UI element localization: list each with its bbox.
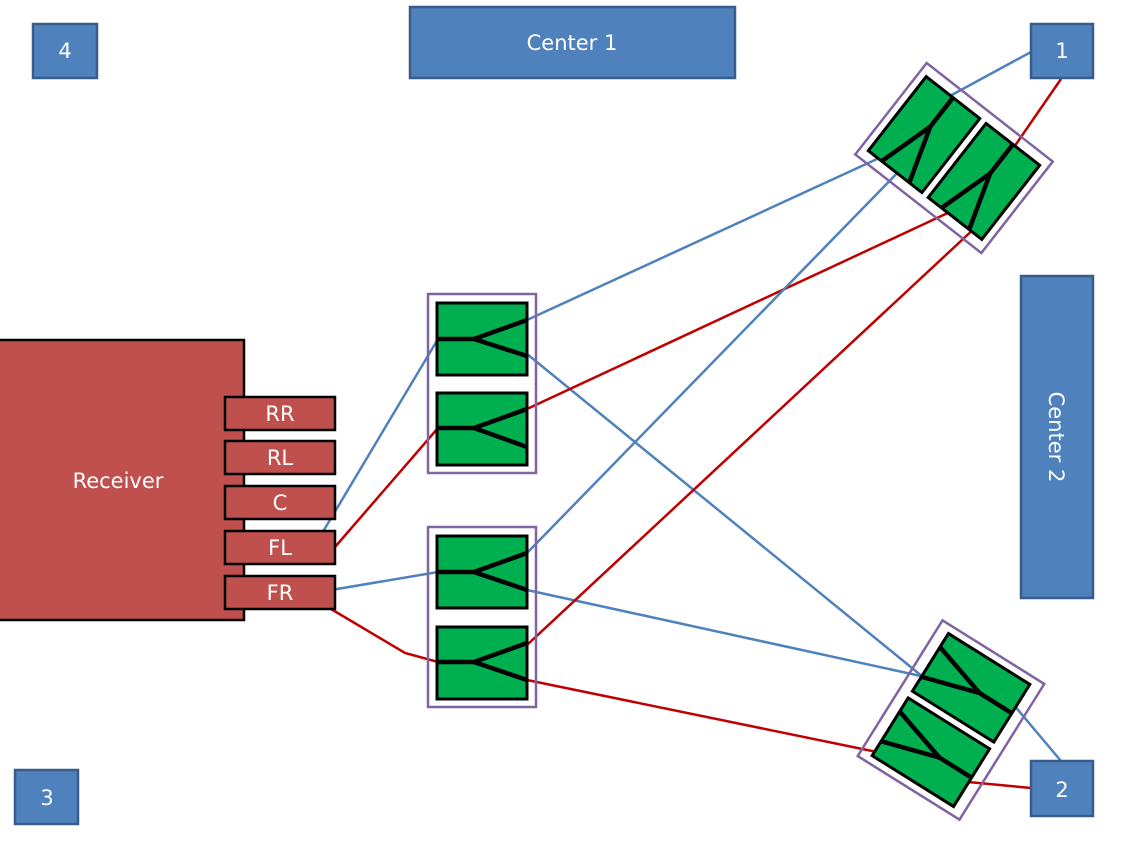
output-c[interactable]: C: [223, 484, 337, 521]
splitter-a-bottom[interactable]: [435, 391, 529, 467]
output-fr[interactable]: FR: [223, 574, 337, 611]
wire-fl-left: [319, 338, 440, 536]
splitter-b[interactable]: [426, 525, 538, 709]
output-fr-label: FR: [267, 581, 294, 605]
splitter-d[interactable]: [856, 618, 1046, 822]
splitter-a-bottom-path-lower: [473, 425, 528, 450]
output-fr-box[interactable]: [223, 574, 337, 611]
splitter-d-bottom-path-b: [897, 710, 942, 759]
splitter-a-top[interactable]: [435, 301, 529, 377]
wire-a-top-to-c: [526, 157, 878, 322]
speaker-4-box[interactable]: [31, 22, 99, 80]
wire-a-top-to-d: [526, 353, 924, 678]
wire-a-bottom-to-c: [526, 209, 953, 411]
wire-d-top-to-2: [1012, 703, 1062, 762]
receiver[interactable]: Receiver RR RL C FL FR: [0, 338, 337, 622]
speaker-1-label: 1: [1055, 39, 1068, 63]
output-fl[interactable]: FL: [223, 529, 337, 566]
center-2-label: Center 2: [1044, 392, 1068, 483]
output-rl-box[interactable]: [223, 439, 337, 476]
speaker-3[interactable]: 3: [13, 768, 80, 826]
speaker-2[interactable]: 2: [1029, 759, 1095, 818]
speaker-3-label: 3: [40, 786, 53, 810]
speaker-1-box[interactable]: [1029, 22, 1095, 80]
speaker-1[interactable]: 1: [1029, 22, 1095, 80]
output-fl-box[interactable]: [223, 529, 337, 566]
output-fl-label: FL: [268, 536, 292, 560]
speaker-center-2[interactable]: Center 2: [1019, 274, 1095, 600]
output-rl[interactable]: RL: [223, 439, 337, 476]
speaker-3-box[interactable]: [13, 768, 80, 826]
splitter-b-bottom[interactable]: [435, 625, 529, 701]
splitter-b-bottom-path-lower: [473, 659, 528, 683]
wire-b-top-to-d: [526, 588, 931, 680]
output-rr[interactable]: RR: [223, 395, 337, 432]
splitter-c-right-path-b: [967, 172, 993, 231]
splitter-b-frame: [426, 525, 538, 709]
splitter-d-bottom[interactable]: [870, 695, 992, 809]
wire-d-bottom-to-2: [967, 780, 1032, 790]
wire-b-top-to-c: [526, 164, 906, 554]
splitter-d-top-path-b: [938, 645, 982, 695]
splitter-b-top[interactable]: [435, 534, 529, 610]
splitter-c-left-path-b: [907, 125, 933, 184]
splitter-d-top[interactable]: [910, 631, 1032, 745]
wire-fl-right: [334, 427, 439, 548]
wire-b-bottom-to-c: [526, 225, 978, 646]
receiver-body[interactable]: [0, 338, 246, 622]
output-rr-label: RR: [265, 402, 294, 426]
speaker-center-1[interactable]: Center 1: [408, 5, 737, 80]
splitter-c-left-body[interactable]: [866, 74, 982, 195]
output-rl-label: RL: [267, 446, 294, 470]
splitter-d-bottom-path-a: [880, 739, 973, 780]
center-1-box[interactable]: [408, 5, 737, 80]
wire-fr-right: [330, 607, 439, 664]
output-c-label: C: [273, 491, 288, 515]
splitter-a-top-path-lower: [473, 336, 528, 359]
splitter-d-top-body[interactable]: [910, 631, 1032, 745]
output-c-box[interactable]: [223, 484, 337, 521]
wire-b-bottom-to-d: [526, 678, 878, 754]
splitter-d-top-path-a: [920, 674, 1014, 716]
splitter-b-top-path-lower: [473, 569, 528, 593]
speaker-2-label: 2: [1055, 778, 1068, 802]
splitter-c-left[interactable]: [866, 74, 982, 195]
splitter-c-right[interactable]: [926, 121, 1042, 242]
speaker-2-box[interactable]: [1029, 759, 1095, 818]
splitter-c[interactable]: [853, 61, 1055, 255]
center-2-box[interactable]: [1019, 274, 1095, 600]
wire-c-right-to-1: [1010, 78, 1063, 151]
center-1-label: Center 1: [527, 31, 618, 55]
splitter-c-frame: [853, 61, 1055, 255]
splitter-d-frame: [856, 618, 1046, 822]
wire-fr-left: [330, 570, 439, 592]
splitter-d-bottom-body[interactable]: [870, 695, 992, 809]
splitter-a-frame: [426, 292, 538, 475]
speaker-4-label: 4: [58, 39, 71, 63]
receiver-label: Receiver: [73, 469, 164, 493]
speaker-4[interactable]: 4: [31, 22, 99, 80]
splitter-c-left-path-a: [880, 96, 955, 164]
splitter-a[interactable]: [426, 292, 538, 475]
output-rr-box[interactable]: [223, 395, 337, 432]
